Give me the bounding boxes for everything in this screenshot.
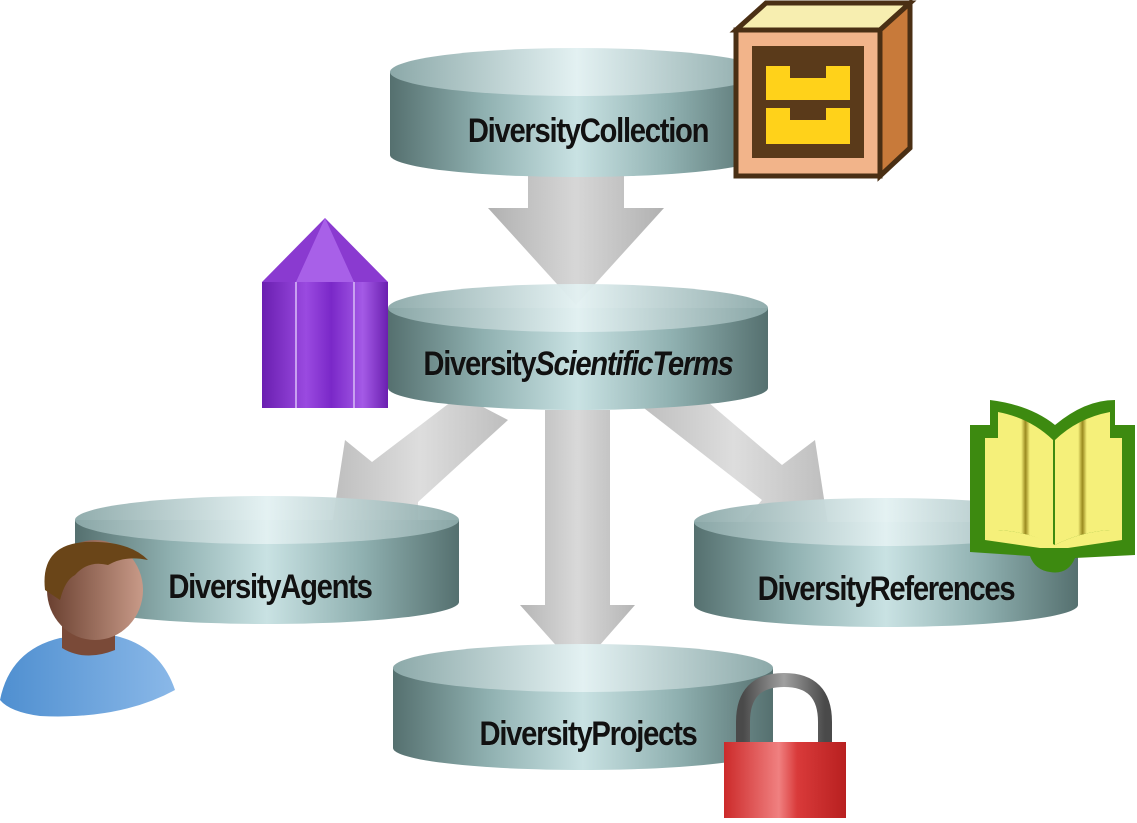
scientific-terms-label-prefix: Diversity <box>423 345 536 383</box>
padlock-icon <box>724 672 846 818</box>
cylinder-projects <box>393 644 773 770</box>
crystal-icon <box>262 218 388 408</box>
agents-label: DiversityAgents <box>168 568 373 606</box>
collection-label: DiversityCollection <box>467 112 710 150</box>
arrow-terms-to-projects <box>520 410 635 670</box>
book-icon <box>970 400 1135 573</box>
references-label: DiversityReferences <box>757 570 1016 608</box>
cylinder-scientific-terms <box>388 284 768 410</box>
arrow-terms-to-agents <box>332 395 508 525</box>
cylinder-collection <box>390 48 764 177</box>
arrow-terms-to-references <box>640 385 828 525</box>
projects-label: DiversityProjects <box>479 715 698 753</box>
scientific-terms-label-suffix: ScientificTerms <box>535 345 734 383</box>
cylinder-agents <box>75 496 459 624</box>
arrow-collection-to-terms <box>488 175 664 305</box>
scientific-terms-label: DiversityScientificTerms <box>423 345 734 384</box>
collection-cabinet-icon <box>729 0 917 182</box>
person-icon <box>0 540 175 717</box>
